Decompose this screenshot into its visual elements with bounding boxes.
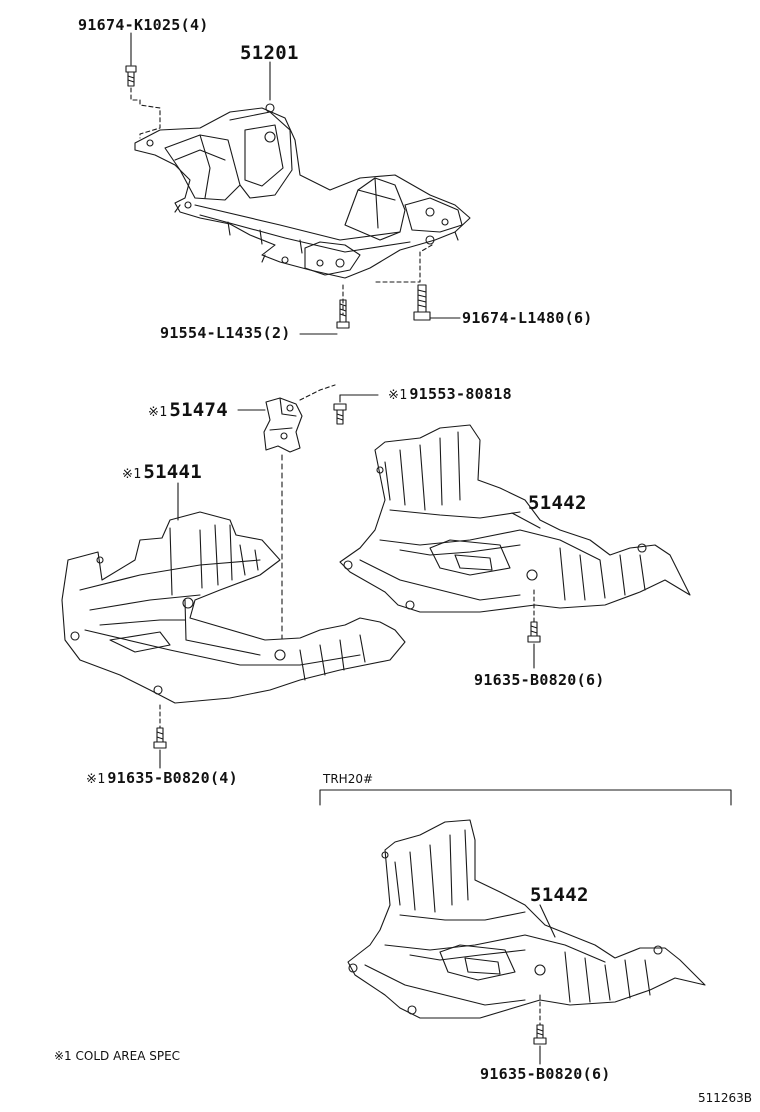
bolt-91674-L1480[interactable] bbox=[375, 244, 461, 321]
screw-91635-B0820-lower[interactable] bbox=[533, 994, 547, 1065]
screw-91635-B0820-left[interactable] bbox=[153, 704, 167, 769]
variant-bracket-line bbox=[319, 789, 732, 806]
cold-area-mark: ※1 bbox=[148, 405, 168, 420]
footnote-cold-area: ※1 COLD AREA SPEC bbox=[54, 1049, 181, 1063]
screw-91553-80818[interactable] bbox=[333, 394, 379, 425]
screw-91635-B0820-upper[interactable] bbox=[527, 589, 541, 669]
cold-area-mark: ※1 bbox=[388, 388, 408, 403]
label-part-51442[interactable]: 51442 bbox=[528, 492, 587, 514]
part-number: 51441 bbox=[143, 461, 203, 483]
label-bolt-91674-K1025[interactable]: 91674-K1025(4) bbox=[78, 16, 209, 34]
guide-91674-K1025 bbox=[130, 87, 161, 139]
label-bolt-91554-L1435[interactable]: 91554-L1435(2) bbox=[160, 324, 291, 342]
label-part-51442-trh20[interactable]: 51442 bbox=[530, 884, 589, 906]
part-number: 51474 bbox=[169, 399, 229, 421]
crossmember-51201[interactable] bbox=[134, 103, 471, 279]
bolt-91674-K1025[interactable] bbox=[125, 32, 137, 87]
bracket-51474[interactable] bbox=[263, 397, 303, 453]
label-part-51201[interactable]: 51201 bbox=[240, 42, 299, 64]
leader-51442 bbox=[511, 512, 541, 529]
under-cover-51442-trh20[interactable] bbox=[347, 819, 706, 1019]
guide-51474 bbox=[299, 384, 336, 401]
cold-area-mark: ※1 bbox=[86, 772, 106, 787]
under-cover-51442[interactable] bbox=[339, 424, 691, 613]
part-number: 91635-B0820(4) bbox=[107, 769, 238, 787]
part-number: 91553-80818 bbox=[409, 385, 512, 403]
under-cover-51441[interactable] bbox=[61, 511, 406, 704]
leader-51442-trh20 bbox=[539, 904, 556, 938]
bolt-91554-L1435[interactable] bbox=[299, 284, 350, 335]
cold-area-mark: ※1 bbox=[122, 467, 142, 482]
label-screw-91635-B0820-lower[interactable]: 91635-B0820(6) bbox=[480, 1065, 611, 1083]
label-bolt-91674-L1480[interactable]: 91674-L1480(6) bbox=[462, 309, 593, 327]
diagram-code: 511263B bbox=[698, 1091, 753, 1105]
variant-label: TRH20# bbox=[323, 772, 374, 786]
label-screw-91635-B0820-upper[interactable]: 91635-B0820(6) bbox=[474, 671, 605, 689]
